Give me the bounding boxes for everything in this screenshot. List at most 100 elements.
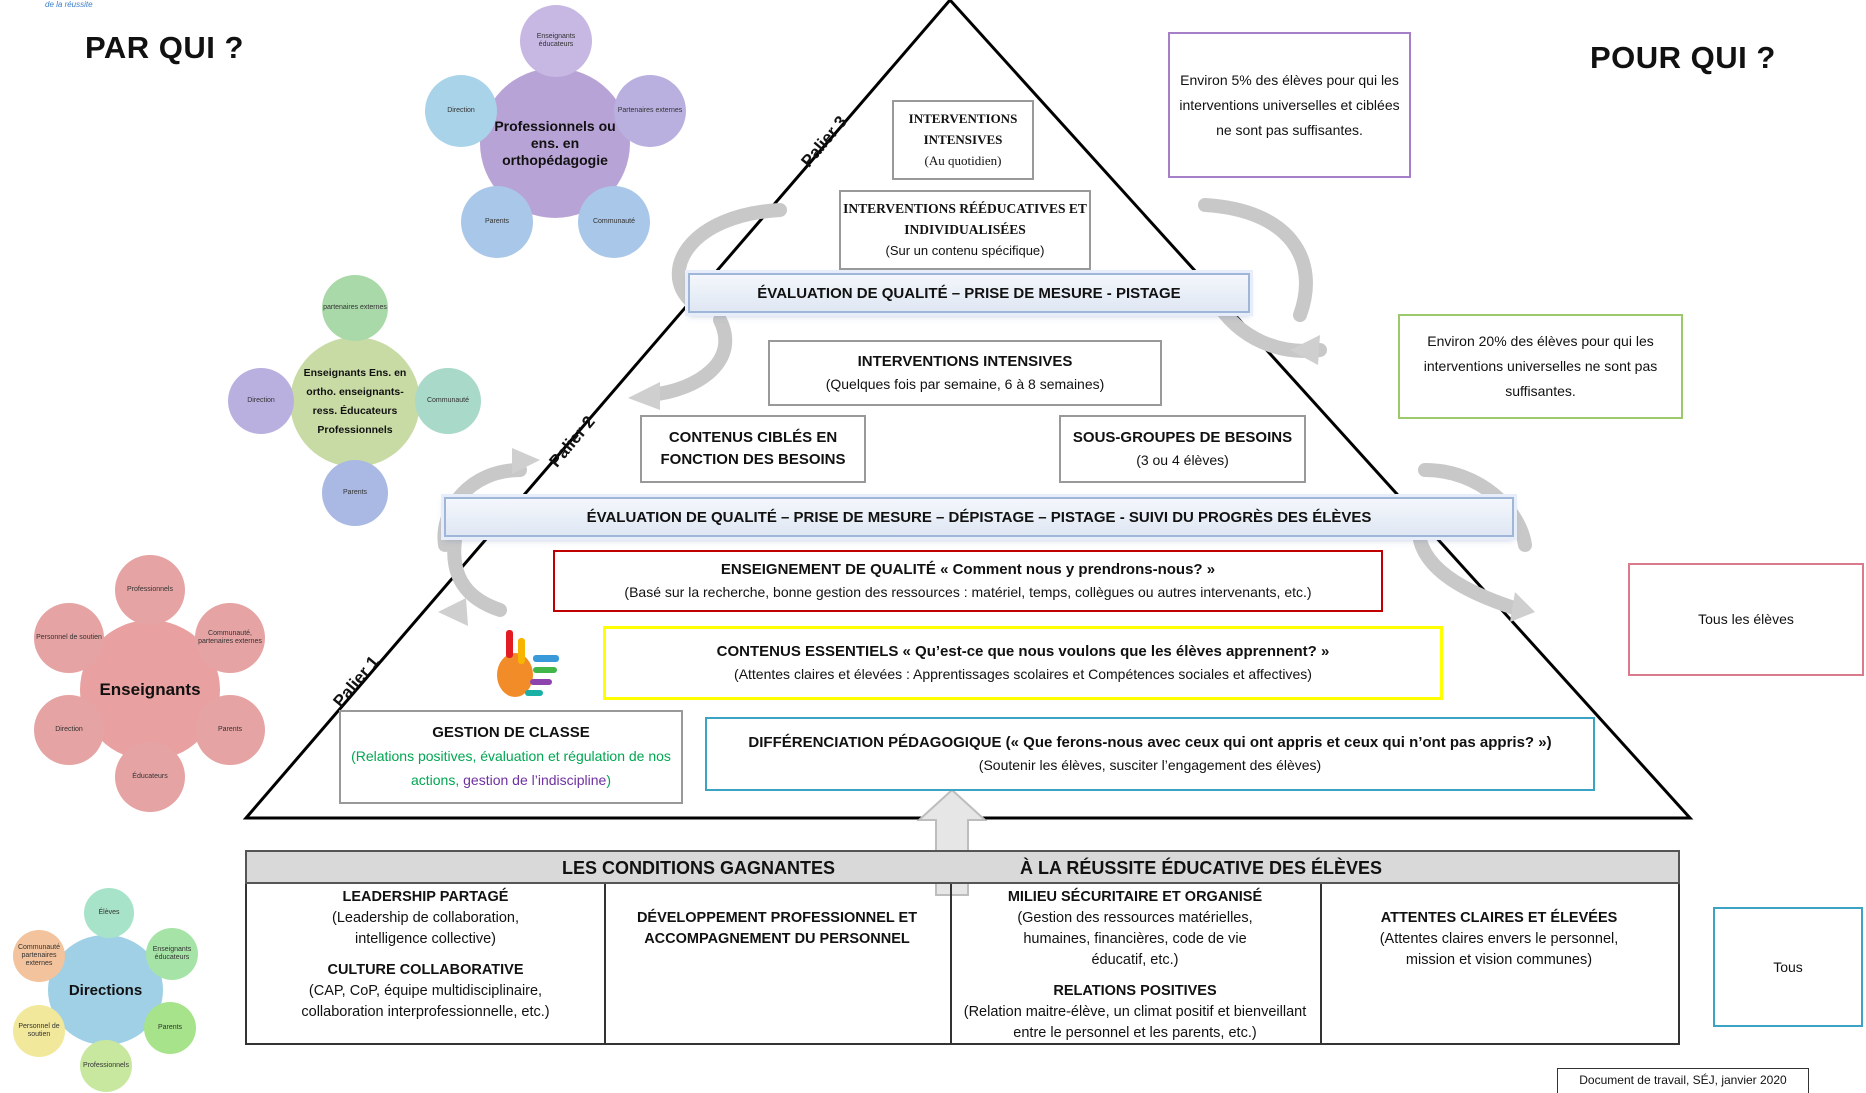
p1-gestion-title: GESTION DE CLASSE: [432, 724, 590, 741]
cluster2-sat-2: Communauté: [426, 397, 470, 404]
cluster4-label: Directions: [68, 981, 143, 999]
p1-differenciation-title: DIFFÉRENCIATION PÉDAGOGIQUE (« Que feron…: [748, 734, 1552, 751]
up-arrow-icon: [916, 788, 988, 896]
eval-mid-banner: ÉVALUATION DE QUALITÉ – PRISE DE MESURE …: [444, 497, 1514, 537]
right-box-tous-eleves: Tous les élèves: [1628, 563, 1864, 676]
cluster2-sat-1: partenaires externes: [323, 304, 387, 311]
conditions-body: LEADERSHIP PARTAGÉ (Leadership de collab…: [245, 884, 1680, 1045]
right-box-5pct: Environ 5% des élèves pour qui les inter…: [1168, 32, 1411, 178]
leadership-sub: (Leadership de collaboration, intelligen…: [331, 910, 519, 947]
arrowheads: [438, 335, 1535, 626]
conditions-header-right: À LA RÉUSSITE ÉDUCATIVE DES ÉLÈVES: [1020, 858, 1383, 878]
right-box-20pct: Environ 20% des élèves pour qui les inte…: [1398, 314, 1683, 419]
cluster4-sat-3: Parents: [157, 1024, 183, 1031]
milieu-title: MILIEU SÉCURITAIRE ET ORGANISÉ: [1007, 889, 1263, 905]
p2-sousgroupes-sub: (3 ou 4 élèves): [1136, 452, 1229, 468]
culture-sub: (CAP, CoP, équipe multidisciplinaire, co…: [301, 983, 550, 1020]
cluster2-sat-bg: [322, 460, 388, 526]
cluster3-sat-6: Personnel de soutien: [36, 634, 102, 641]
cluster3-sat-2: Communauté, partenaires externes: [198, 630, 262, 645]
cluster1-sat-bg: [578, 186, 650, 258]
cluster4-sat-bg: [146, 928, 198, 980]
cluster4-sat-5: Personnel de soutien: [18, 1023, 60, 1038]
conditions-col-3: MILIEU SÉCURITAIRE ET ORGANISÉ (Gestion …: [950, 884, 1322, 1043]
conditions-col-1: LEADERSHIP PARTAGÉ (Leadership de collab…: [247, 884, 606, 1043]
cluster1-sat-5: Direction: [447, 107, 475, 114]
p1-gestion-sub: (Relations positives, évaluation et régu…: [341, 744, 681, 792]
p1-enseignement-title: ENSEIGNEMENT DE QUALITÉ « Comment nous y…: [720, 561, 1216, 578]
p3-reeducative-title: INTERVENTIONS RÉÉDUCATIVES ET INDIVIDUAL…: [843, 201, 1087, 237]
cluster1-sat-bg: [520, 5, 592, 77]
cluster3-sat-bg: [115, 742, 185, 812]
p2-contenus-box: CONTENUS CIBLÉS EN FONCTION DES BESOINS: [640, 415, 866, 483]
eval-top-banner: ÉVALUATION DE QUALITÉ – PRISE DE MESURE …: [688, 273, 1250, 313]
milieu-sub: (Gestion des ressources matérielles, hum…: [1017, 910, 1253, 968]
cluster1-sat-4: Parents: [484, 218, 510, 225]
cluster2-label: Enseignants Ens. en ortho. enseignants-r…: [303, 367, 407, 436]
pour-qui-title: POUR QUI ?: [1590, 40, 1776, 75]
conditions-col-4: ATTENTES CLAIRES ET ÉLEVÉES (Attentes cl…: [1320, 884, 1678, 1043]
p2-intensive-title: INTERVENTIONS INTENSIVES: [857, 353, 1073, 370]
attentes-title: ATTENTES CLAIRES ET ÉLEVÉES: [1380, 910, 1618, 926]
p1-differenciation-sub: (Soutenir les élèves, susciter l’engagem…: [978, 757, 1322, 773]
relations-title: RELATIONS POSITIVES: [1053, 983, 1217, 999]
p3-intensive-sub: (Au quotidien): [924, 153, 1002, 168]
conditions-header-left: LES CONDITIONS GAGNANTES: [562, 858, 836, 878]
p1-gestion-sub-green: (Relations positives, évaluation et régu…: [351, 748, 671, 788]
cluster3-sat-bg: [115, 555, 185, 625]
cluster1-label: Professionnels ou ens. en orthopédagogie: [494, 117, 616, 168]
p1-gestion-box: GESTION DE CLASSE (Relations positives, …: [339, 710, 683, 804]
cluster2-center: [290, 337, 420, 467]
cluster4-sat-6: Communauté partenaires externes: [17, 944, 61, 967]
cluster4-sat-1: Élèves: [98, 909, 120, 916]
leadership-title: LEADERSHIP PARTAGÉ: [342, 889, 509, 905]
cluster3-sat-bg: [195, 603, 265, 673]
p3-reeducative-sub: (Sur un contenu spécifique): [885, 243, 1045, 258]
cluster1-sat-1: Enseignants éducateurs: [536, 33, 576, 48]
p1-differenciation-box: DIFFÉRENCIATION PÉDAGOGIQUE (« Que feron…: [705, 717, 1595, 791]
cluster2-sat-bg: [415, 368, 481, 434]
cluster4-center: [48, 935, 163, 1045]
cluster4-sat-bg: [84, 888, 134, 938]
cluster3-sat-3: Parents: [217, 726, 243, 733]
par-qui-title: PAR QUI ?: [85, 30, 244, 65]
attentes-sub: (Attentes claires envers le personnel, m…: [1379, 931, 1619, 968]
cluster4-sat-bg: [80, 1040, 132, 1092]
developpement-title: DÉVELOPPEMENT PROFESSIONNEL ET ACCOMPAGN…: [636, 910, 918, 947]
cluster3-label: Enseignants: [99, 680, 201, 699]
relations-sub: (Relation maitre-élève, un climat positi…: [963, 1004, 1307, 1041]
hand-logo-icon: [497, 630, 559, 697]
cluster4-sat-2: Enseignants éducateurs: [152, 946, 192, 961]
culture-title: CULTURE COLLABORATIVE: [327, 962, 524, 978]
p1-enseignement-box: ENSEIGNEMENT DE QUALITÉ « Comment nous y…: [553, 550, 1383, 612]
p2-sousgroupes-title: SOUS-GROUPES DE BESOINS: [1072, 429, 1293, 446]
p1-contenus-title: CONTENUS ESSENTIELS « Qu’est-ce que nous…: [716, 643, 1330, 660]
p3-intensive-title: INTERVENTIONS INTENSIVES: [908, 111, 1018, 147]
cluster4-sat-bg: [13, 1005, 65, 1057]
p2-intensive-sub: (Quelques fois par semaine, 6 à 8 semain…: [825, 376, 1105, 392]
cluster2-sat-3: Parents: [342, 489, 368, 496]
cluster3-sat-bg: [195, 695, 265, 765]
cluster3-sat-bg: [34, 695, 104, 765]
cluster4-sat-bg: [13, 930, 65, 982]
cluster4-sat-4: Professionnels: [83, 1062, 129, 1069]
cluster2-sat-bg: [228, 368, 294, 434]
p1-gestion-sub-end: ): [606, 772, 611, 788]
p2-intensive-box: INTERVENTIONS INTENSIVES (Quelques fois …: [768, 340, 1162, 406]
p2-contenus-title: CONTENUS CIBLÉS EN FONCTION DES BESOINS: [660, 429, 846, 468]
p2-sousgroupes-box: SOUS-GROUPES DE BESOINS (3 ou 4 élèves): [1059, 415, 1306, 483]
p3-intensive-box: INTERVENTIONS INTENSIVES (Au quotidien): [892, 100, 1034, 180]
cluster2-sat-4: Direction: [247, 397, 275, 404]
cluster1-sat-bg: [614, 75, 686, 147]
cycle-arrows: [437, 198, 1532, 617]
p1-enseignement-sub: (Basé sur la recherche, bonne gestion de…: [624, 584, 1312, 600]
cluster4-sat-bg: [144, 1002, 196, 1054]
conditions-header: LES CONDITIONS GAGNANTES À LA RÉUSSITE É…: [245, 850, 1680, 884]
cluster1-sat-2: Partenaires externes: [617, 107, 683, 114]
right-box-tous: Tous: [1713, 907, 1863, 1027]
cluster3-sat-1: Professionnels: [127, 586, 173, 593]
p3-reeducative-box: INTERVENTIONS RÉÉDUCATIVES ET INDIVIDUAL…: [839, 190, 1091, 270]
p1-contenus-box: CONTENUS ESSENTIELS « Qu’est-ce que nous…: [603, 626, 1443, 700]
top-left-logo: de la réussite: [45, 0, 93, 9]
